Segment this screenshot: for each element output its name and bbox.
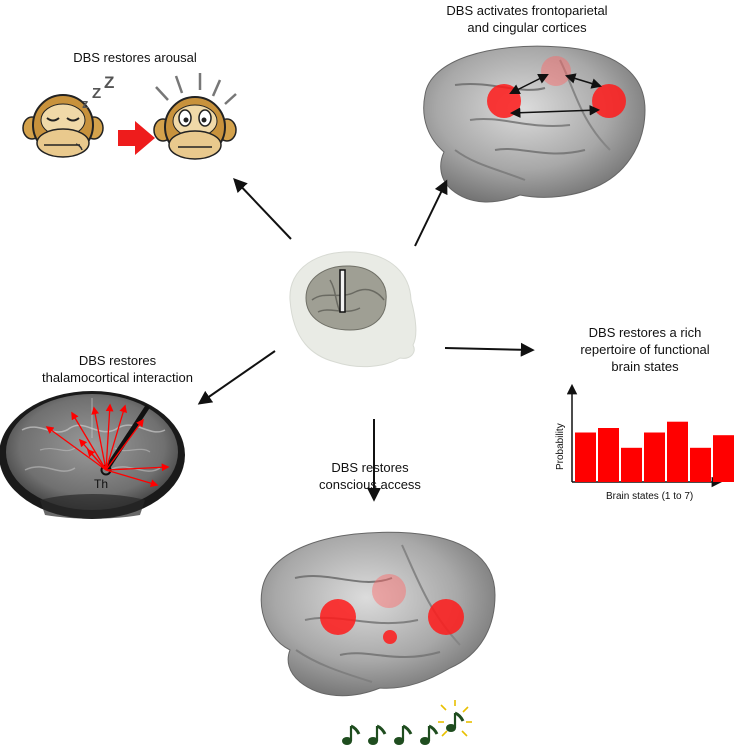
svg-text:z: z [82, 96, 89, 111]
thalamus-label: Th [94, 477, 108, 491]
caption-repertoire-line1: DBS restores a rich [588, 325, 702, 340]
arrow-to-repertoire [444, 342, 535, 357]
arrow-to-cortices [414, 179, 448, 247]
music-note-icon [368, 724, 387, 745]
brain-states-chart: Probability Brain states (1 to 7) [555, 383, 734, 502]
head-brain-center [289, 251, 417, 368]
awake-monkey-icon [153, 73, 237, 160]
music-note-icon [342, 724, 361, 745]
bar-state-7 [713, 435, 734, 482]
cortex-brain-bottom [260, 531, 496, 697]
caption-cortices-line1: DBS activates frontoparietal [446, 3, 608, 18]
svg-text:Z: Z [92, 85, 101, 102]
y-axis-label: Probability [555, 423, 566, 470]
caption-thalamocortical-line2: thalamocortical interaction [41, 370, 194, 385]
activation-spot [320, 599, 356, 635]
x-axis-label: Brain states (1 to 7) [606, 491, 693, 502]
caption-conscious-access-line1: DBS restores [331, 460, 409, 475]
cortex-brain-top [423, 45, 646, 203]
svg-text:Z: Z [104, 73, 114, 92]
dbs-electrode [339, 269, 346, 313]
caption-repertoire: DBS restores a rich repertoire of functi… [560, 324, 730, 375]
caption-arousal: DBS restores arousal [55, 49, 215, 66]
activation-spot [428, 599, 464, 635]
dbs-lead [103, 404, 151, 472]
caption-repertoire-line3: brain states [611, 359, 679, 374]
music-notes [342, 700, 472, 745]
caption-cortices-line2: and cingular cortices [467, 20, 587, 35]
activation-spot [592, 84, 626, 118]
glowing-music-note-icon [438, 700, 472, 737]
bars-group [575, 421, 734, 482]
bar-state-3 [621, 447, 642, 482]
bar-state-6 [690, 447, 711, 482]
bar-state-4 [644, 432, 665, 482]
caption-arousal-line1: DBS restores arousal [73, 50, 197, 65]
transition-arrow-icon [118, 121, 155, 155]
thalamocortical-red-arrows [45, 403, 170, 487]
caption-thalamocortical-line1: DBS restores [78, 353, 157, 368]
mri-thalamocortical: Th [0, 391, 185, 519]
central-arrows [197, 177, 535, 502]
activation-spot [372, 574, 406, 608]
bar-state-2 [598, 428, 619, 482]
arrow-to-thalamocortical [197, 350, 276, 405]
music-note-icon [394, 724, 413, 745]
caption-cortices: DBS activates frontoparietal and cingula… [432, 2, 622, 36]
caption-repertoire-line2: repertoire of functional [580, 342, 710, 357]
bar-state-1 [575, 432, 596, 482]
caption-thalamocortical: DBS restores thalamocortical interaction [25, 352, 210, 386]
sleeping-monkey-icon: z Z Z [22, 73, 114, 158]
music-note-icon [420, 724, 439, 745]
activation-spot [383, 630, 397, 644]
activation-spot [541, 56, 571, 86]
bar-state-5 [667, 421, 688, 482]
caption-conscious-access-line2: conscious access [319, 477, 421, 492]
caption-conscious-access: DBS restores conscious access [300, 459, 440, 493]
arrow-to-arousal [233, 177, 292, 240]
